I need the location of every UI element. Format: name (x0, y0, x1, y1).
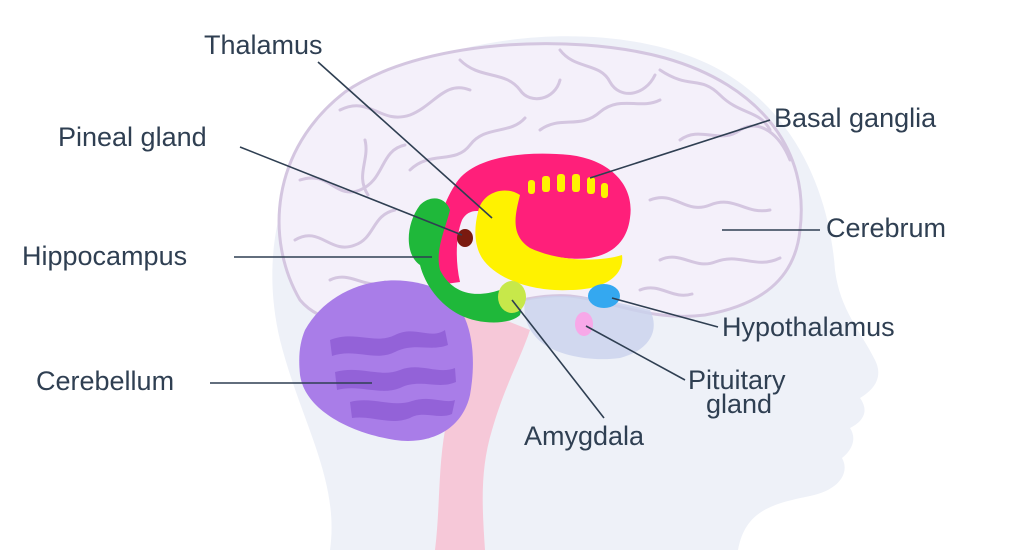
basal-ganglia-shape (434, 153, 631, 285)
leader-basal-ganglia (589, 119, 771, 179)
pituitary-gland-shape (575, 312, 593, 336)
amygdala-shape (498, 281, 526, 313)
thalamus-shape (475, 190, 623, 291)
label-amygdala: Amygdala (524, 421, 645, 451)
leader-pituitary-gland (585, 325, 686, 381)
leader-thalamus (317, 61, 493, 219)
label-pituitary-gland-line2: gland (706, 389, 772, 419)
hippocampus-shape (408, 198, 522, 323)
label-pituitary-gland-line1: Pituitary (688, 365, 786, 395)
leader-pineal-gland (239, 146, 463, 236)
basal-ganglia-striations (528, 174, 608, 198)
label-pineal-gland: Pineal gland (58, 122, 207, 152)
label-hippocampus: Hippocampus (22, 241, 187, 271)
hypothalamus-shape (588, 284, 620, 308)
leader-hypothalamus (611, 297, 719, 328)
leader-lines (210, 61, 820, 419)
label-thalamus: Thalamus (204, 30, 323, 60)
label-hypothalamus: Hypothalamus (722, 312, 895, 342)
label-cerebrum: Cerebrum (826, 213, 946, 243)
leader-amygdala (511, 299, 605, 419)
label-cerebellum: Cerebellum (36, 366, 174, 396)
cerebellum-texture (330, 330, 456, 421)
pineal-gland-shape (457, 229, 473, 247)
label-basal-ganglia: Basal ganglia (774, 103, 937, 133)
